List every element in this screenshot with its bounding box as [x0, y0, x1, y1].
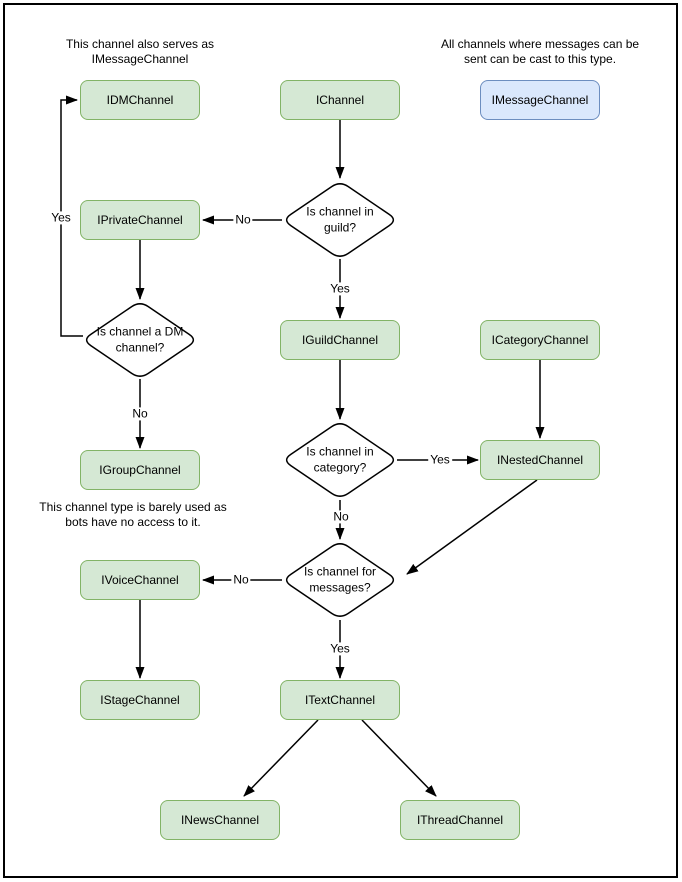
- node-ithreadchannel: IThreadChannel: [400, 800, 520, 840]
- edge-itextchannel-to-inewschannel: [243, 719, 319, 797]
- node-itextchannel: ITextChannel: [280, 680, 400, 720]
- node-icategorychannel: ICategoryChannel: [480, 320, 600, 360]
- edge-inestedchannel-to-messages-decision: [406, 479, 538, 575]
- edge-label-guild-no: No: [233, 212, 253, 227]
- edge-itextchannel-to-ithreadchannel: [361, 719, 437, 797]
- edge-label-dm-yes: Yes: [49, 210, 73, 225]
- node-ichannel: IChannel: [280, 80, 400, 120]
- node-istagechannel: IStageChannel: [80, 680, 200, 720]
- edge-label-dm-no: No: [130, 406, 150, 421]
- node-iguildchannel: IGuildChannel: [280, 320, 400, 360]
- edge-label-category-yes: Yes: [428, 452, 452, 467]
- edge-label-category-no: No: [331, 509, 351, 524]
- edge-label-guild-yes: Yes: [328, 281, 352, 296]
- node-imessagechannel: IMessageChannel: [480, 80, 600, 120]
- node-ivoicechannel: IVoiceChannel: [80, 560, 200, 600]
- note-igroupchannel: This channel type is barely used as bots…: [39, 500, 227, 529]
- decision-is-dm: Is channel a DM channel?: [96, 324, 184, 354]
- node-idmchannel: IDMChannel: [80, 80, 200, 120]
- node-inestedchannel: INestedChannel: [480, 440, 600, 480]
- decision-in-guild: Is channel in guild?: [306, 204, 374, 234]
- node-iprivatechannel: IPrivateChannel: [80, 200, 200, 240]
- decision-for-messages: Is channel for messages?: [303, 564, 377, 594]
- edge-label-messages-no: No: [231, 572, 251, 587]
- decision-in-category: Is channel in category?: [306, 444, 374, 474]
- note-idmchannel: This channel also serves as IMessageChan…: [65, 37, 215, 66]
- node-inewschannel: INewsChannel: [160, 800, 280, 840]
- node-igroupchannel: IGroupChannel: [80, 450, 200, 490]
- note-imessagechannel: All channels where messages can be sent …: [440, 37, 640, 66]
- edge-label-messages-yes: Yes: [328, 641, 352, 656]
